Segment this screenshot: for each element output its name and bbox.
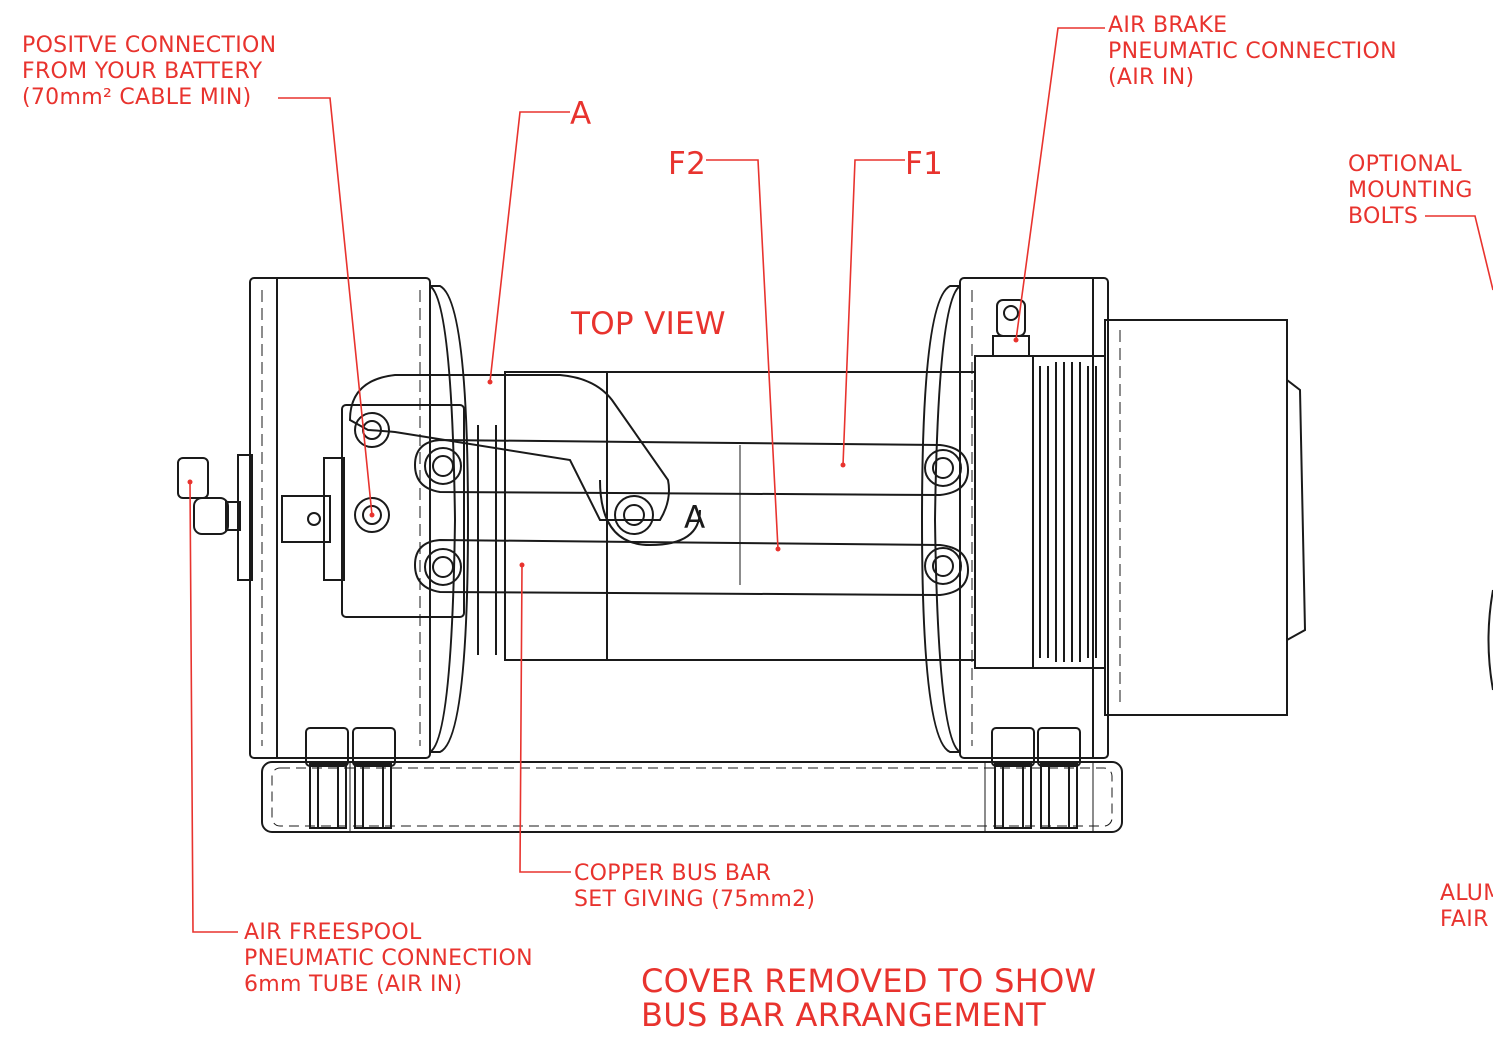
right-end-housing <box>959 277 1109 759</box>
aluminium-fairlead-line-2: FAIR <box>1440 907 1489 932</box>
cover-note-line-1: COVER REMOVED TO SHOW <box>641 962 1097 1000</box>
optional-mounting-label: OPTIONAL MOUNTING BOLTS <box>1348 152 1473 230</box>
copper-bus-bar-label: COPPER BUS BAR SET GIVING (75mm2) <box>574 861 815 913</box>
terminal-f1-label: F1 <box>905 146 944 182</box>
positive-connection-line-2: FROM YOUR BATTERY <box>22 59 263 84</box>
cover-note-label: COVER REMOVED TO SHOW BUS BAR ARRANGEMEN… <box>641 964 1097 1032</box>
air-freespool-line-2: PNEUMATIC CONNECTION <box>244 946 533 971</box>
positive-connection-line-1: POSITVE CONNECTION <box>22 33 277 58</box>
bus-bar-f2 <box>413 538 970 597</box>
bus-bar-f1 <box>413 438 970 497</box>
base-bolts <box>305 727 1081 829</box>
positive-connection-line-3: (70mm² CABLE MIN) <box>22 85 252 110</box>
air-freespool-label: AIR FREESPOOL PNEUMATIC CONNECTION 6mm T… <box>244 920 533 998</box>
aluminium-fairlead-line-1: ALUM <box>1440 881 1493 906</box>
optional-mounting-line-1: OPTIONAL <box>1348 152 1462 177</box>
air-freespool-line-3: 6mm TUBE (AIR IN) <box>244 972 463 997</box>
terminal-a-label: A <box>570 96 592 132</box>
leader-dots <box>187 337 1019 568</box>
air-brake-line-1: AIR BRAKE <box>1108 13 1228 38</box>
left-end-housing <box>237 277 431 759</box>
air-brake-line-3: (AIR IN) <box>1108 65 1195 90</box>
positive-connection-label: POSITVE CONNECTION FROM YOUR BATTERY (70… <box>22 33 276 111</box>
air-freespool-fitting <box>177 457 241 535</box>
right-drum-flange <box>920 285 961 753</box>
top-view-label: TOP VIEW <box>571 306 726 342</box>
optional-mounting-line-3: BOLTS <box>1348 204 1419 229</box>
bus-bar-a <box>348 374 701 547</box>
aluminium-fairlead-label: ALUM FAIR <box>1440 881 1493 933</box>
base-plate <box>261 761 1123 833</box>
gearbox <box>1104 319 1493 716</box>
part-a-mark: A <box>684 500 706 536</box>
air-freespool-line-1: AIR FREESPOOL <box>244 920 422 945</box>
optional-mounting-line-2: MOUNTING <box>1348 178 1473 203</box>
terminal-f2-label: F2 <box>668 146 707 182</box>
left-drum-flange <box>429 285 470 753</box>
air-brake-label: AIR BRAKE PNEUMATIC CONNECTION (AIR IN) <box>1108 13 1397 91</box>
copper-bus-bar-line-2: SET GIVING (75mm2) <box>574 887 816 912</box>
drum <box>504 371 976 661</box>
air-brake-line-2: PNEUMATIC CONNECTION <box>1108 39 1397 64</box>
leader-lines <box>189 27 1493 933</box>
copper-bus-bar-line-1: COPPER BUS BAR <box>574 861 772 886</box>
cover-note-line-2: BUS BAR ARRANGEMENT <box>641 996 1047 1034</box>
air-brake-fitting <box>992 299 1030 357</box>
